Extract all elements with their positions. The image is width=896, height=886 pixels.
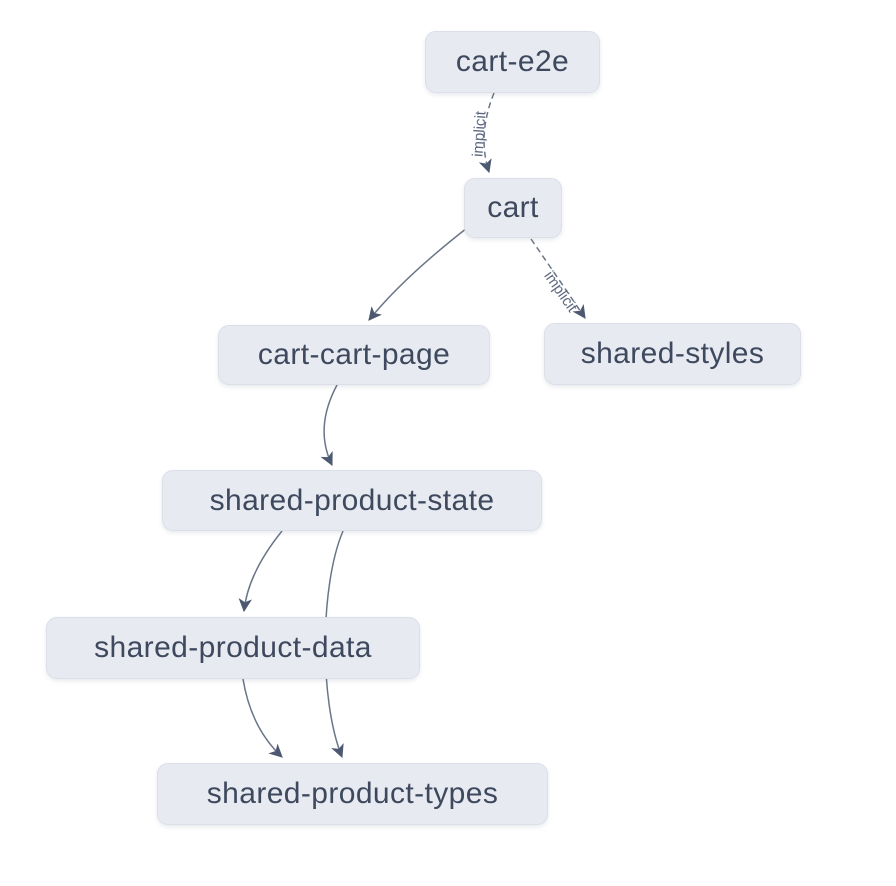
edge-shared-product-data-to-shared-product-types[interactable]	[242, 678, 283, 758]
graph-node-cart-e2e[interactable]: cart-e2e	[425, 31, 600, 93]
edge-cart-to-cart-cart-page[interactable]	[368, 227, 468, 321]
graph-node-shared-product-state[interactable]: shared-product-state	[162, 470, 542, 531]
node-label: shared-styles	[580, 337, 765, 370]
node-label: shared-product-types	[206, 777, 499, 810]
graph-node-cart[interactable]: cart	[464, 178, 562, 238]
node-label: cart	[487, 191, 539, 224]
graph-node-shared-product-data[interactable]: shared-product-data	[46, 617, 420, 679]
graph-node-shared-styles[interactable]: shared-styles	[544, 323, 801, 385]
edge-shared-product-state-to-shared-product-data[interactable]	[238, 530, 283, 613]
graph-node-shared-product-types[interactable]: shared-product-types	[157, 763, 548, 825]
node-label: cart-e2e	[455, 45, 570, 78]
edge-cart-cart-page-to-shared-product-state[interactable]	[320, 384, 338, 467]
node-label: cart-cart-page	[257, 338, 451, 371]
edge-label-implicit-cart-shared-styles: implicit	[540, 268, 581, 316]
node-label: shared-product-data	[94, 631, 372, 664]
graph-node-cart-cart-page[interactable]: cart-cart-page	[218, 325, 490, 385]
edge-cart-e2e-to-cart[interactable]	[478, 92, 495, 174]
edge-label-implicit-cart-e2e-cart: implicit	[469, 110, 489, 158]
node-label: shared-product-state	[209, 483, 495, 517]
